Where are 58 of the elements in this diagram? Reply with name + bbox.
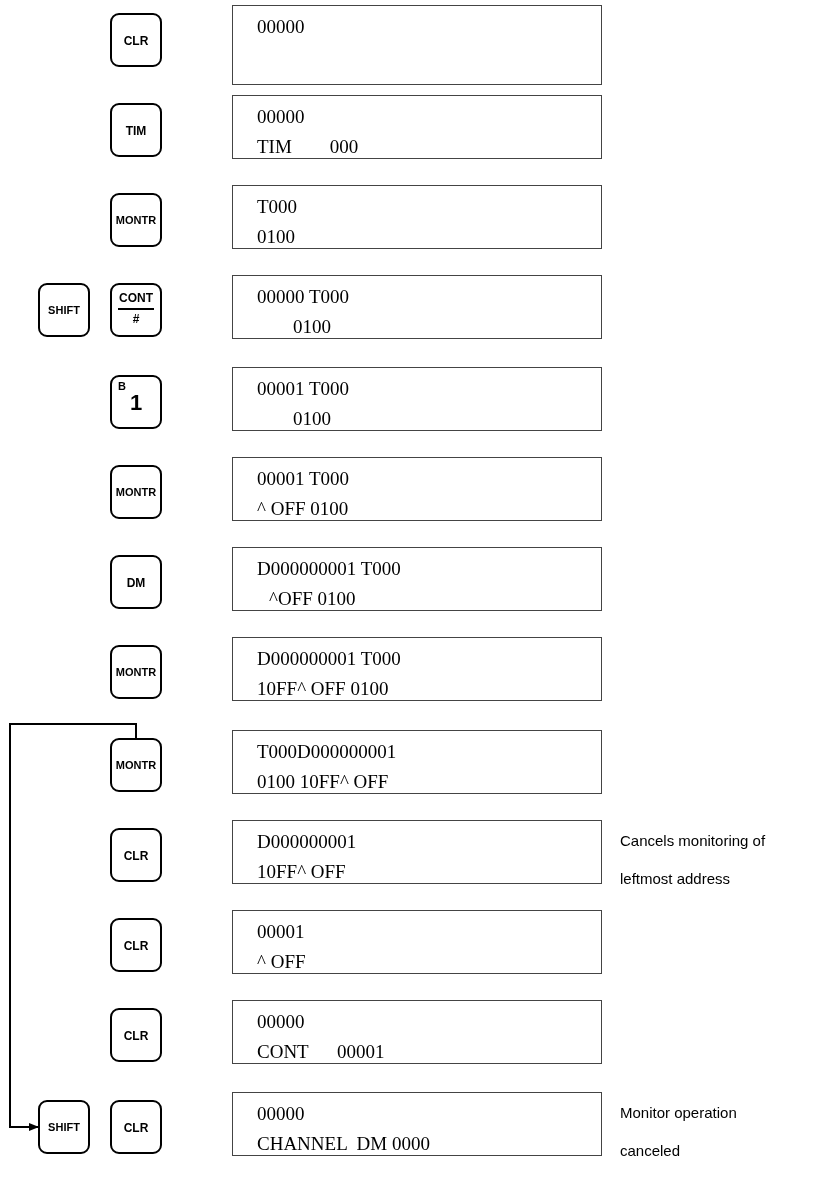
display-screen: [232, 367, 602, 431]
clear-key: CLR: [110, 918, 162, 972]
monitor-key: MONTR: [110, 193, 162, 247]
clear-key: CLR: [110, 1100, 162, 1154]
continue-key: CONT #: [110, 283, 162, 337]
note-text: Monitor operation: [620, 1103, 737, 1123]
display-line: 00000: [257, 1010, 306, 1034]
display-screen: [232, 910, 602, 974]
display-line: 10FF^ OFF 0100: [257, 677, 390, 701]
display-screen: [232, 730, 602, 794]
display-screen: [232, 95, 602, 159]
note-text: leftmost address: [620, 869, 732, 889]
shift-key: SHIFT: [38, 1100, 90, 1154]
display-line: CHANNEL DM 0000: [257, 1132, 431, 1156]
display-line: D000000001 T000: [257, 557, 402, 581]
display-line: T000D000000001: [257, 740, 398, 764]
number-key: B 1: [110, 375, 162, 429]
display-screen: [232, 547, 602, 611]
clear-key: CLR: [110, 1008, 162, 1062]
display-line: TIM 000: [257, 135, 360, 159]
display-line: ^OFF 0100: [268, 587, 357, 611]
display-screen: [232, 185, 602, 249]
clear-key: CLR: [110, 13, 162, 67]
monitor-key: MONTR: [110, 465, 162, 519]
shift-key: SHIFT: [38, 283, 90, 337]
display-line: 00001 T000: [257, 377, 350, 401]
display-line: T000: [257, 195, 299, 219]
display-screen: [232, 1000, 602, 1064]
display-line: CONT 00001: [257, 1040, 386, 1064]
display-line: 00000: [257, 1102, 306, 1126]
display-screen: [232, 637, 602, 701]
display-line: 0100: [292, 315, 332, 339]
display-line: 00000 T000: [257, 285, 350, 309]
display-line: D000000001: [257, 830, 358, 854]
display-screen: [232, 820, 602, 884]
clear-key: CLR: [110, 828, 162, 882]
display-line: D000000001 T000: [257, 647, 402, 671]
display-screen: [232, 5, 602, 85]
monitor-key: MONTR: [110, 645, 162, 699]
timer-key: TIM: [110, 103, 162, 157]
note-text: canceled: [620, 1141, 682, 1161]
arrow: [9, 723, 137, 1131]
display-line: 00000: [257, 15, 306, 39]
display-screen: [232, 275, 602, 339]
display-line: 00001: [257, 920, 306, 944]
display-line: 00001 T000: [257, 467, 350, 491]
display-screen: [232, 457, 602, 521]
display-line: 0100: [292, 407, 332, 431]
monitor-key: MONTR: [110, 738, 162, 792]
note-text: Cancels monitoring of: [620, 831, 766, 851]
data-memory-key: DM: [110, 555, 162, 609]
display-screen: [232, 1092, 602, 1156]
display-line: 0100: [257, 225, 296, 249]
display-line: 10FF^ OFF: [257, 860, 347, 884]
display-line: ^ OFF 0100: [257, 497, 350, 521]
display-line: ^ OFF: [257, 950, 307, 974]
display-line: 0100 10FF^ OFF: [257, 770, 390, 794]
display-line: 00000: [257, 105, 306, 129]
